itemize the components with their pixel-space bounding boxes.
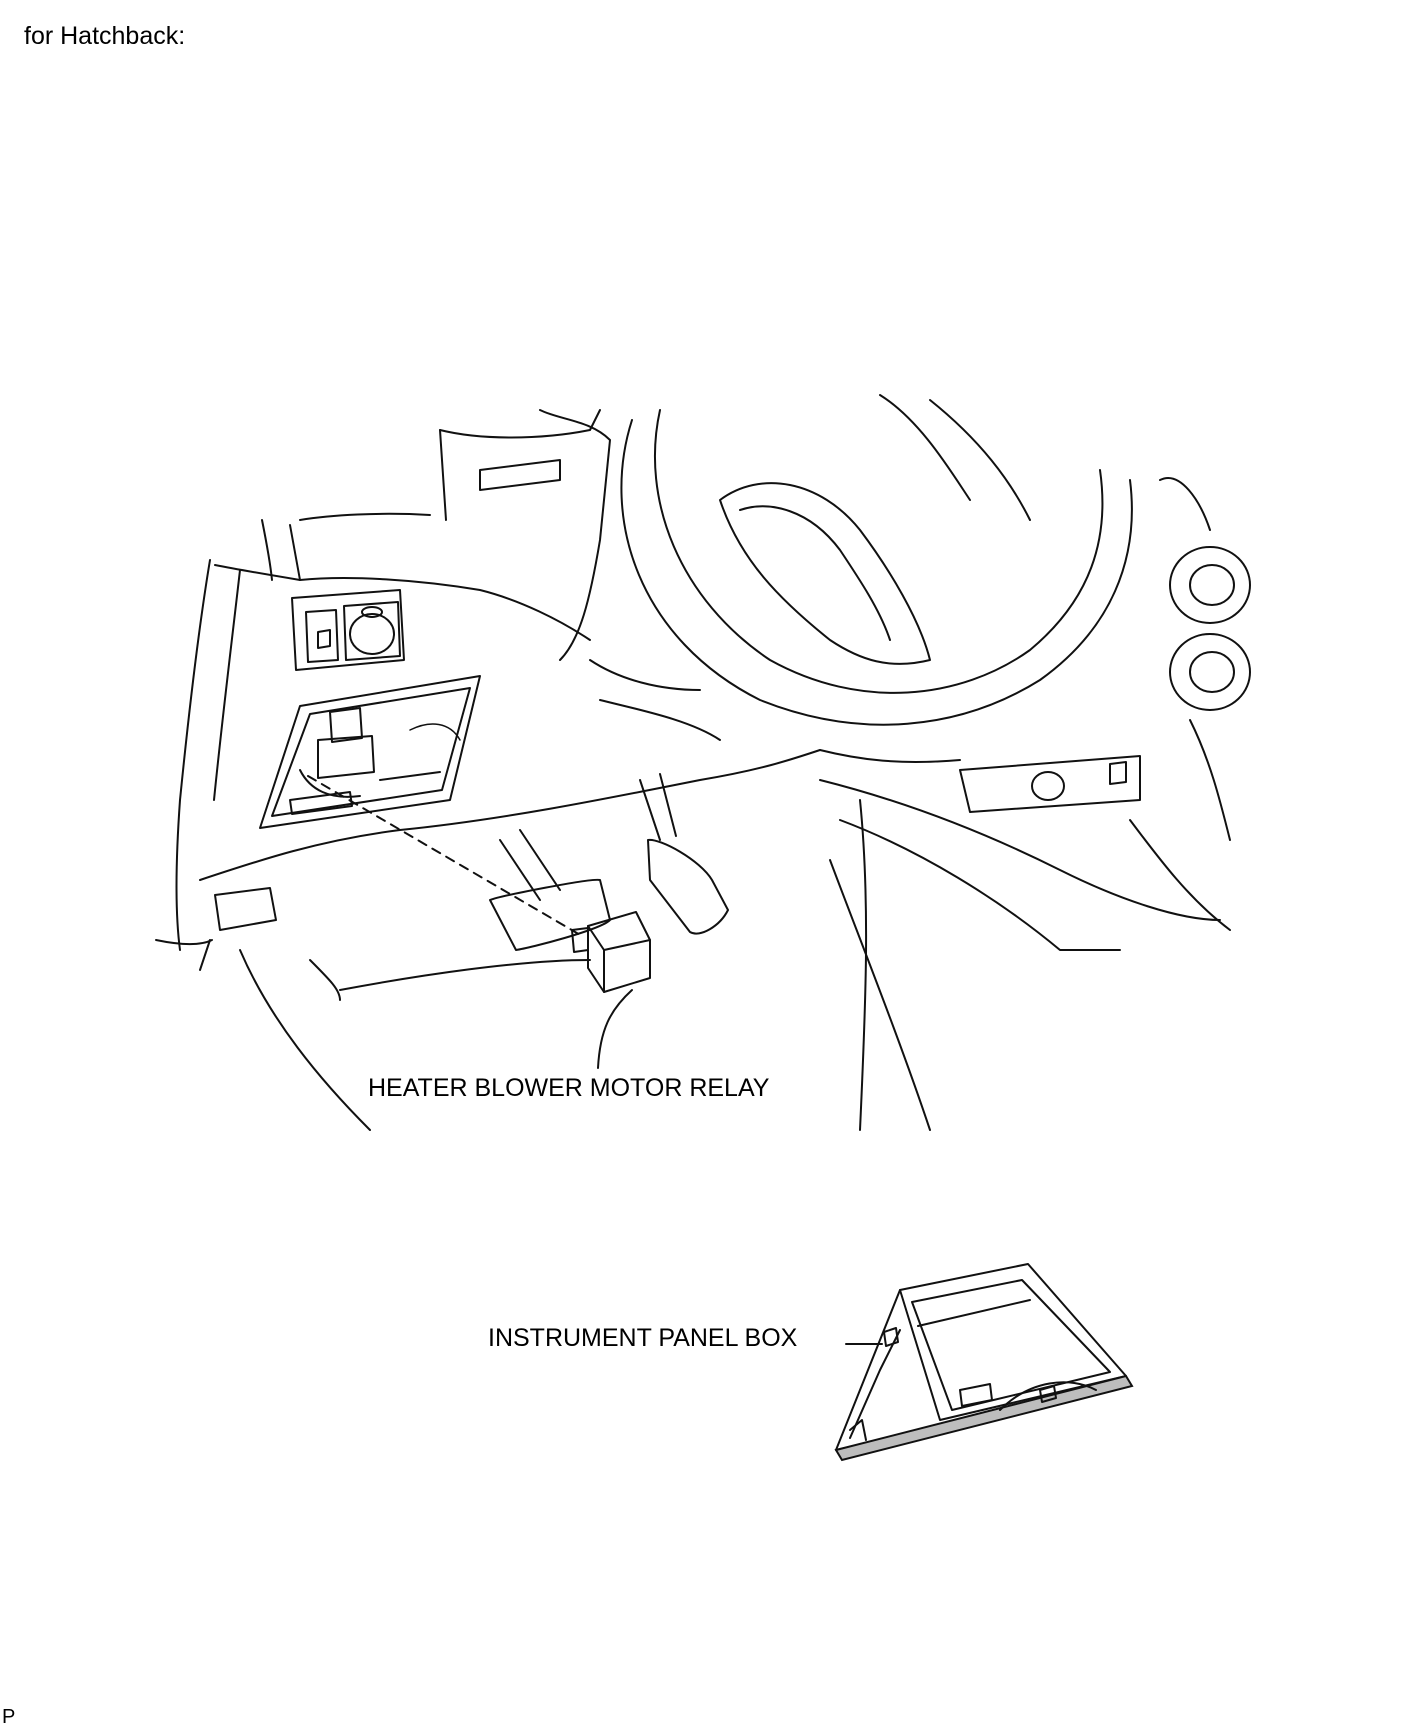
instrument-panel-box — [834, 1263, 1134, 1462]
pedals — [489, 773, 729, 951]
upper-dashboard — [175, 409, 611, 951]
switch-panel — [291, 589, 405, 671]
steering-wheel — [620, 394, 1133, 726]
removal-path — [307, 775, 583, 937]
heater-blower-motor-relay — [571, 911, 651, 993]
lower-dash-edge — [155, 659, 961, 971]
relay-compartment — [259, 675, 481, 829]
floor — [239, 799, 868, 1131]
relay-callout-label: HEATER BLOWER MOTOR RELAY — [368, 1074, 770, 1102]
center-console — [819, 477, 1251, 1131]
figure-code: P — [2, 1706, 16, 1728]
instrument-panel-box-callout-label: INSTRUMENT PANEL BOX — [488, 1324, 798, 1352]
relay-leader-line — [597, 989, 633, 1069]
diagram-caption: for Hatchback: — [24, 22, 186, 50]
